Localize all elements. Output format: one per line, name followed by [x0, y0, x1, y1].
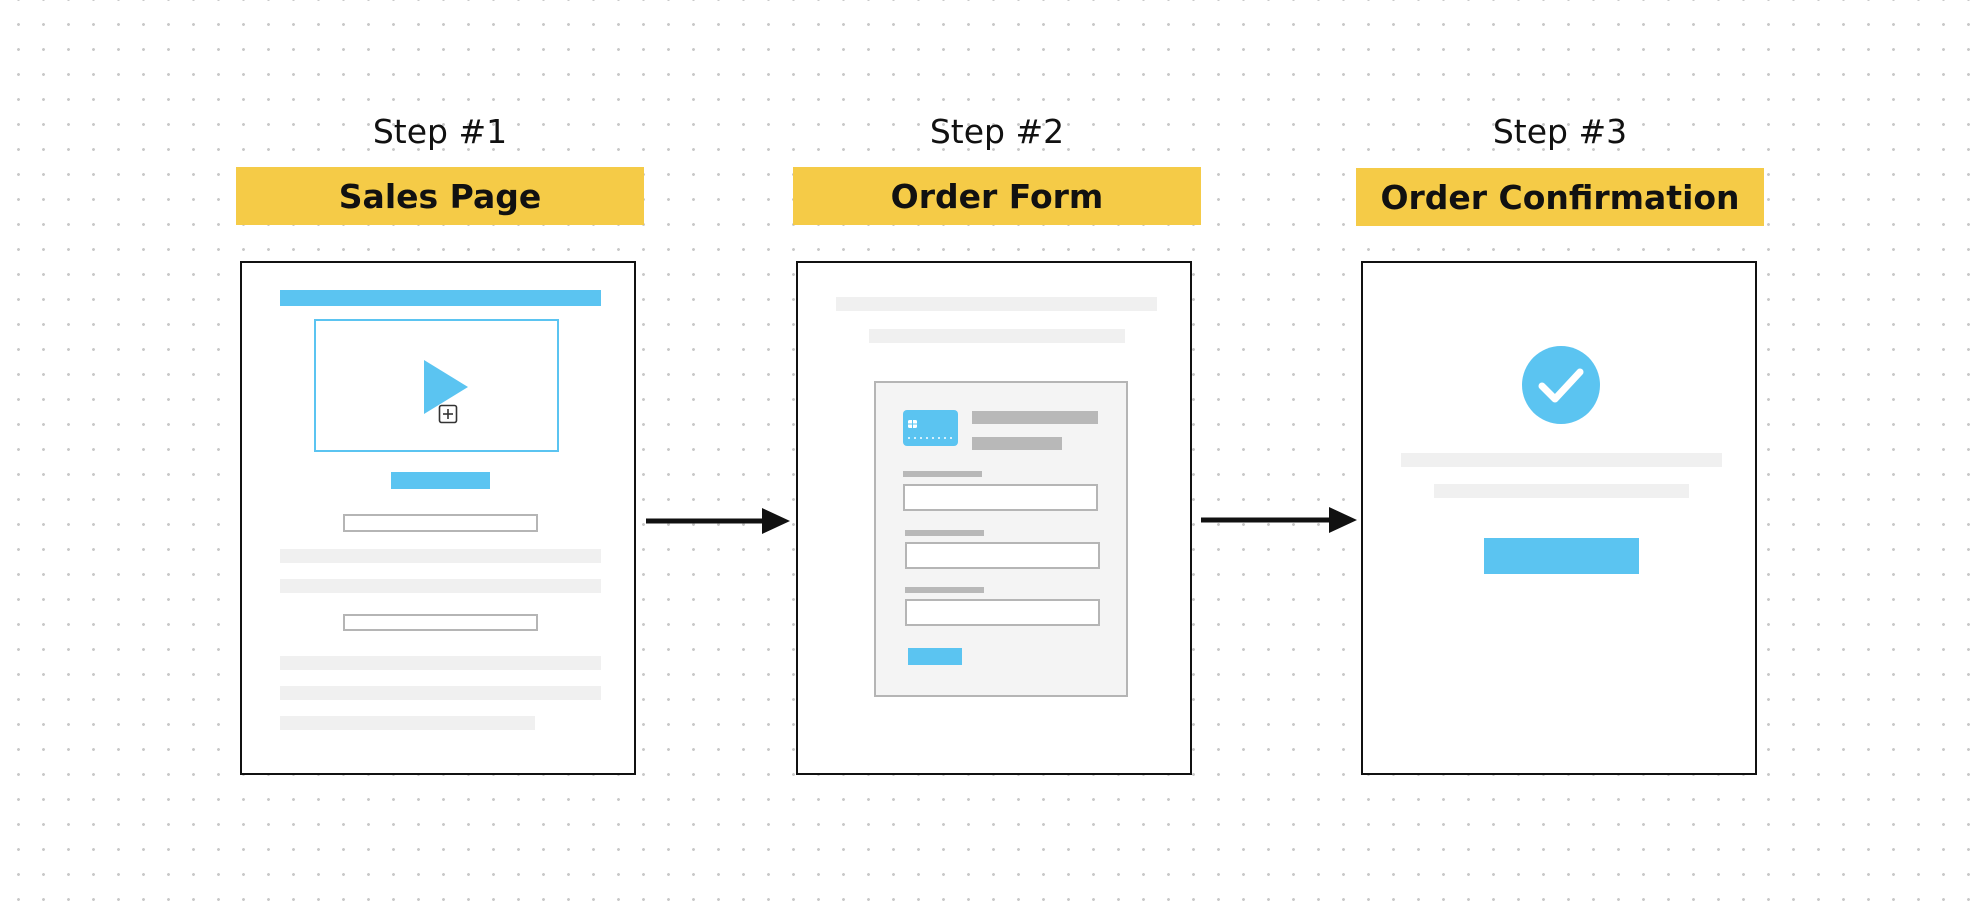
- text-placeholder: [836, 297, 1157, 311]
- step-2-title-text: Order Form: [890, 176, 1104, 216]
- text-placeholder: [869, 329, 1125, 343]
- step-3-label: Step #3: [1492, 112, 1628, 151]
- text-field: [343, 514, 538, 532]
- submit-button: [908, 648, 962, 665]
- form-field: [905, 542, 1100, 569]
- credit-card-icon: [903, 410, 958, 446]
- payment-form: [874, 381, 1128, 697]
- text-placeholder: [972, 411, 1098, 424]
- step-2-title: Order Form: [793, 167, 1201, 225]
- step-1-title-text: Sales Page: [338, 176, 542, 216]
- text-placeholder: [280, 686, 601, 700]
- arrow-right-icon: [646, 508, 790, 534]
- checkmark-circle-icon: [1522, 346, 1600, 424]
- text-placeholder: [280, 549, 601, 563]
- video-frame: [314, 319, 559, 452]
- text-placeholder: [280, 716, 535, 730]
- sales-page-wireframe: [240, 261, 636, 775]
- step-3-title-text: Order Confirmation: [1380, 177, 1740, 217]
- field-label: [905, 587, 984, 593]
- step-2-label: Step #2: [929, 112, 1065, 151]
- text-field: [343, 614, 538, 631]
- order-form-wireframe: [796, 261, 1192, 775]
- cta-button: [391, 472, 490, 489]
- step-1-label: Step #1: [372, 112, 508, 151]
- text-placeholder: [1401, 453, 1722, 467]
- arrow-right-icon: [1201, 507, 1357, 533]
- field-label: [905, 530, 984, 536]
- headline-bar: [280, 290, 601, 306]
- order-confirmation-wireframe: [1361, 261, 1757, 775]
- field-label: [903, 471, 982, 477]
- step-3-title: Order Confirmation: [1356, 168, 1764, 226]
- text-placeholder: [280, 579, 601, 593]
- text-placeholder: [280, 656, 601, 670]
- form-field: [903, 484, 1098, 511]
- text-placeholder: [972, 437, 1062, 450]
- form-field: [905, 599, 1100, 626]
- cta-button: [1484, 538, 1639, 574]
- play-icon: [424, 360, 468, 414]
- text-placeholder: [1434, 484, 1689, 498]
- plus-square-icon: [438, 404, 458, 424]
- step-1-title: Sales Page: [236, 167, 644, 225]
